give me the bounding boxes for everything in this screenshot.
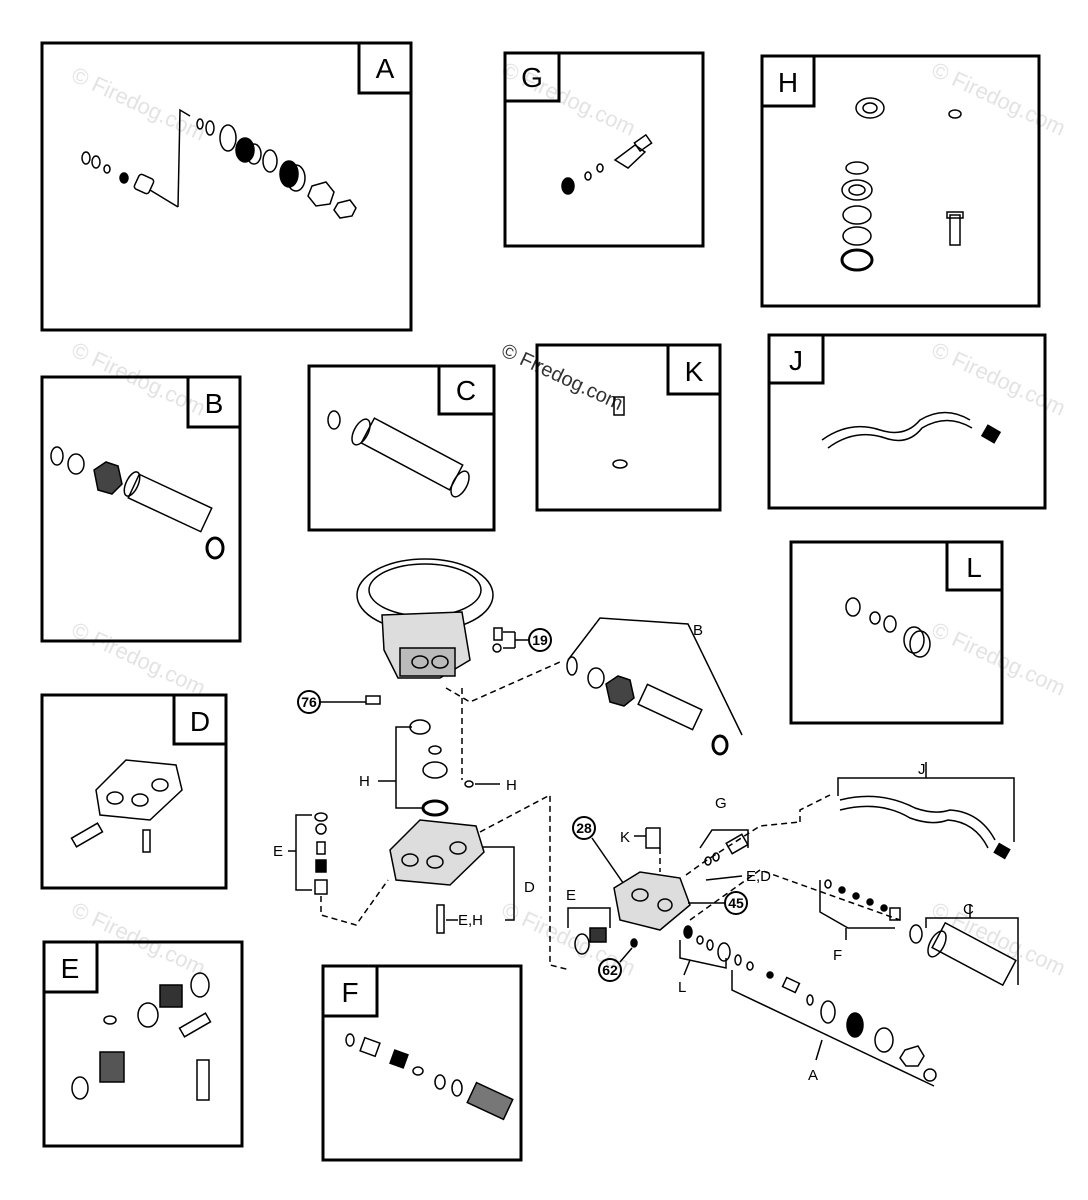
assembly-label-e-mid: E	[566, 887, 576, 904]
watermark: © Firedog.com	[68, 62, 210, 146]
assembly-label-d: D	[524, 879, 535, 896]
panel-h: H	[760, 54, 1041, 308]
assembly-label-h2: H	[506, 777, 517, 794]
callout-19: 19	[532, 632, 548, 648]
panel-label-h: H	[778, 67, 798, 98]
callout-62: 62	[602, 962, 618, 978]
panel-g: G	[503, 51, 705, 248]
assembly-label-j: J	[918, 761, 926, 778]
assembly-label-c: C	[963, 901, 974, 918]
assembly-label-g: G	[715, 795, 727, 812]
panel-e: E	[42, 940, 244, 1148]
watermark-main: © Firedog.com	[498, 340, 626, 415]
panel-d: D	[40, 693, 228, 890]
panel-label-j: J	[789, 345, 803, 376]
assembly-label-eh: E,H	[458, 912, 483, 929]
assembly-label-l: L	[678, 979, 686, 996]
panel-label-a: A	[376, 53, 395, 84]
watermarks: © Firedog.com © Firedog.com © Firedog.co…	[68, 57, 1070, 981]
panel-label-e: E	[61, 953, 80, 984]
watermark: © Firedog.com	[68, 617, 210, 701]
panel-label-l: L	[966, 552, 982, 583]
watermark: © Firedog.com	[928, 57, 1070, 141]
panel-label-f: F	[341, 977, 358, 1008]
watermark: © Firedog.com	[928, 337, 1070, 421]
callout-28: 28	[576, 820, 592, 836]
panel-b: B	[40, 375, 242, 643]
panel-f: F	[321, 964, 523, 1162]
watermark: © Firedog.com	[928, 897, 1070, 981]
panel-label-g: G	[521, 62, 543, 93]
assembly-label-f: F	[833, 947, 842, 964]
assembly-label-b: B	[693, 622, 703, 639]
watermark: © Firedog.com	[498, 57, 640, 141]
panel-j: J	[767, 333, 1047, 510]
panel-label-d: D	[190, 706, 210, 737]
assembly-label-k: K	[620, 829, 630, 846]
exploded-assembly: 19 76 B H H D	[273, 558, 1019, 1087]
panel-label-k: K	[685, 356, 704, 387]
assembly-label-h1: H	[359, 773, 370, 790]
assembly-label-a: A	[808, 1067, 818, 1084]
assembly-label-e-left: E	[273, 843, 283, 860]
watermark: © Firedog.com	[928, 617, 1070, 701]
panel-l: L	[789, 540, 1004, 725]
watermark: © Firedog.com	[68, 897, 210, 981]
panel-c: C	[307, 364, 496, 532]
panel-label-c: C	[456, 375, 476, 406]
panel-k: K	[535, 343, 722, 512]
panel-a: A	[40, 41, 413, 332]
callout-76: 76	[301, 694, 317, 710]
callout-45: 45	[728, 895, 744, 911]
panel-label-b: B	[205, 388, 224, 419]
